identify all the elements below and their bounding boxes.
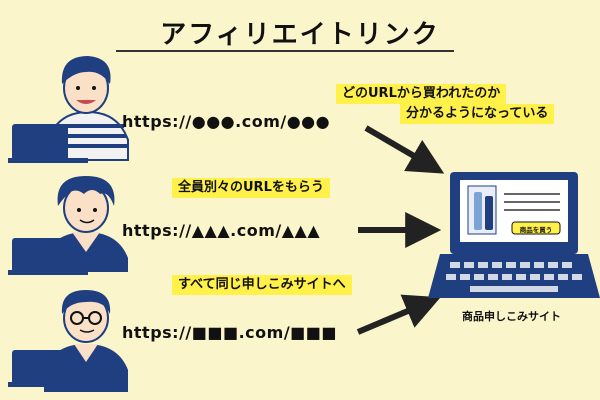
note-unique-url: 全員別々のURLをもらう bbox=[172, 178, 330, 198]
arrow-bottom-icon bbox=[356, 294, 441, 335]
site-caption: 商品申しこみサイト bbox=[462, 310, 561, 323]
note-same-site: すべて同じ申しこみサイトへ bbox=[172, 275, 352, 295]
laptop-top-icon bbox=[8, 124, 88, 163]
title-underline bbox=[116, 50, 454, 52]
url-middle: https://▲▲▲.com/▲▲▲ bbox=[122, 221, 321, 240]
laptop-middle-icon bbox=[8, 238, 88, 275]
note-tracking-line1: どのURLから買われたのか bbox=[336, 84, 507, 104]
buy-button-label: 商品を買う bbox=[520, 225, 553, 234]
page-title: アフィリエイトリンク bbox=[160, 20, 440, 50]
laptop-bottom-icon bbox=[8, 350, 88, 387]
note-tracking-line2: 分かるようになっている bbox=[400, 104, 555, 124]
url-top: https://●●●.com/●●● bbox=[122, 112, 331, 131]
url-bottom: https://■■■.com/■■■ bbox=[122, 323, 338, 342]
target-laptop-icon bbox=[428, 172, 600, 298]
arrow-top-icon bbox=[364, 125, 445, 174]
